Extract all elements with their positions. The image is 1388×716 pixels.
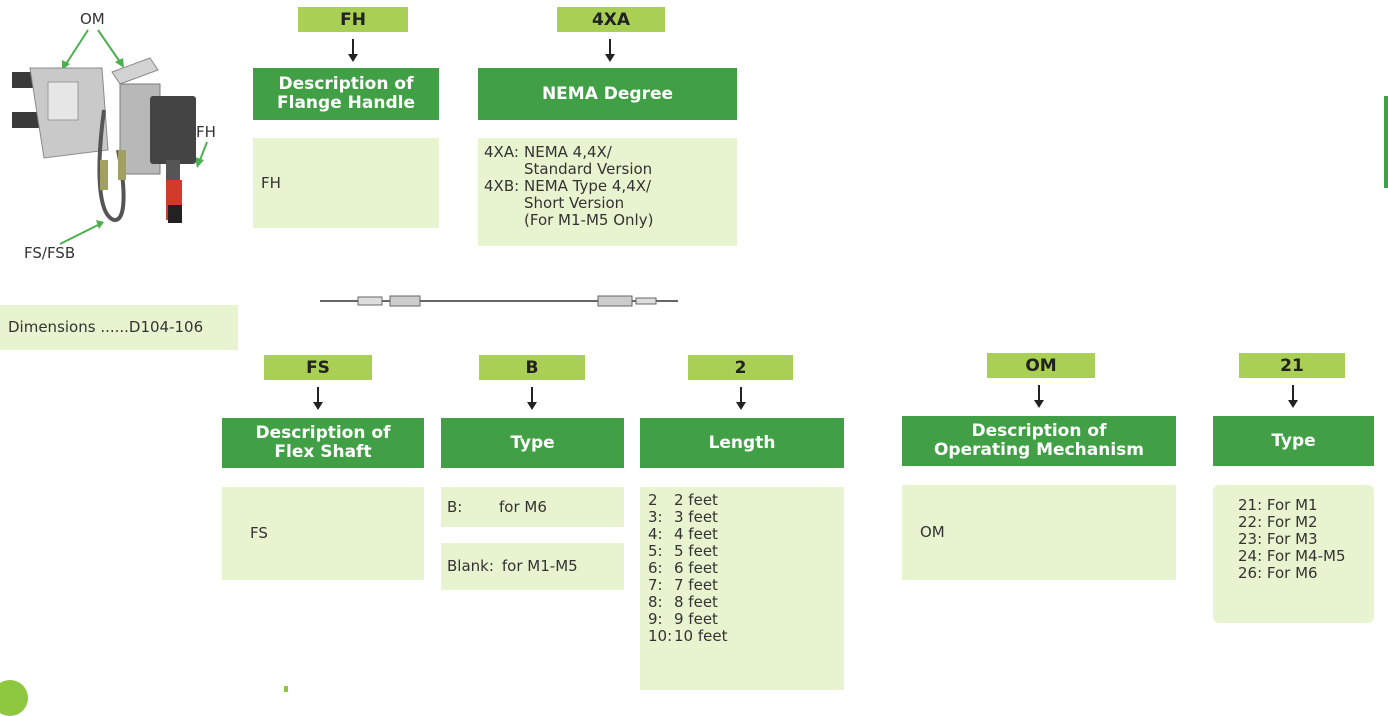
flange-handle-box: FH [253, 138, 439, 228]
code-fs: FS [264, 355, 372, 380]
length-entry: 2 2 feet [648, 492, 844, 509]
length-entry-value: 9 feet [674, 610, 718, 628]
heading-type-21: Type [1213, 416, 1374, 466]
flex-shaft-value: FS [250, 524, 268, 542]
flex-shaft-box: FS [222, 487, 424, 580]
heading-flex-shaft: Description of Flex Shaft [222, 418, 424, 468]
heading-length: Length [640, 418, 844, 468]
length-entry-value: 10 feet [674, 627, 728, 645]
code-nema: 4XA [557, 7, 665, 32]
heading-om-line1: Description of [971, 421, 1107, 441]
length-entry: 9: 9 feet [648, 611, 844, 628]
type-b-option-value: for M1-M5 [501, 557, 578, 575]
heading-flex-shaft-line1: Description of [255, 423, 391, 443]
length-entry: 5: 5 feet [648, 543, 844, 560]
length-entry: 7: 7 feet [648, 577, 844, 594]
length-entry-value: 3 feet [674, 508, 718, 526]
nema-entry-line: (For M1-M5 Only) [524, 211, 654, 229]
code-fh: FH [298, 7, 408, 32]
dimensions-note: Dimensions ......D104-106 [0, 305, 238, 350]
type-b-option-key: Blank: [447, 557, 494, 575]
nema-entry-line: NEMA Type 4,4X/ [524, 177, 652, 195]
length-entry-value: 5 feet [674, 542, 718, 560]
type-b-option-value: for M6 [499, 497, 547, 516]
type-21-entry: 21: For M1 [1238, 496, 1318, 514]
heading-type-b: Type [441, 418, 624, 468]
length-entry: 6: 6 feet [648, 560, 844, 577]
decorative-mark [284, 686, 288, 692]
length-entry-key: 6: [648, 559, 663, 577]
operating-mechanism-illustration [12, 29, 208, 245]
length-entry-key: 10: [648, 627, 673, 645]
heading-nema-degree: NEMA Degree [478, 68, 737, 120]
heading-operating-mechanism: Description of Operating Mechanism [902, 416, 1176, 466]
type-b-option-key: B: [447, 497, 463, 516]
length-entry-value: 8 feet [674, 593, 718, 611]
length-entry-key: 9: [648, 610, 663, 628]
length-entry-key: 5: [648, 542, 663, 560]
nema-entry: 4XB: NEMA Type 4,4X/ Short Version (For … [484, 178, 737, 229]
code-length: 2 [688, 355, 793, 380]
nema-box: 4XA: NEMA 4,4X/ Standard Version 4XB: NE… [478, 138, 737, 246]
photo-label-om: OM [80, 10, 105, 28]
length-entry: 10:10 feet [648, 628, 844, 645]
type-b-option-m6: B: for M6 [441, 487, 624, 527]
type-21-entry: 23: For M3 [1238, 530, 1318, 548]
photo-label-fh: FH [196, 123, 216, 141]
length-entry-key: 7: [648, 576, 663, 594]
nema-entry-line: NEMA 4,4X/ [524, 143, 612, 161]
nema-entry-line: Standard Version [524, 160, 653, 178]
code-type-b: B [479, 355, 585, 380]
decorative-circle [0, 680, 28, 716]
length-entry: 3: 3 feet [648, 509, 844, 526]
type-21-entry: 26: For M6 [1238, 564, 1318, 582]
nema-entry-key: 4XA: [484, 143, 519, 161]
heading-om-line2: Operating Mechanism [933, 440, 1144, 460]
heading-flange-handle-line2: Flange Handle [277, 93, 415, 113]
heading-flex-shaft-line2: Flex Shaft [274, 442, 372, 462]
length-entry-value: 4 feet [674, 525, 718, 543]
length-entry-key: 4: [648, 525, 663, 543]
type-21-entry: 24: For M4-M5 [1238, 547, 1346, 565]
length-entry-value: 2 feet [674, 491, 718, 509]
code-om: OM [987, 353, 1095, 378]
length-entry: 8: 8 feet [648, 594, 844, 611]
photo-label-fs: FS/FSB [24, 244, 76, 262]
nema-entry-line: Short Version [524, 194, 625, 212]
flex-shaft-illustration [318, 293, 680, 309]
page-edge-tab [1384, 96, 1388, 188]
operating-mechanism-value: OM [920, 523, 945, 541]
nema-entry: 4XA: NEMA 4,4X/ Standard Version [484, 144, 737, 178]
type-b-option-blank: Blank: for M1-M5 [441, 543, 624, 590]
heading-flange-handle: Description of Flange Handle [253, 68, 439, 120]
nema-entry-key: 4XB: [484, 177, 520, 195]
flange-handle-value: FH [261, 173, 281, 192]
heading-flange-handle-line1: Description of [278, 74, 414, 94]
length-entry-value: 7 feet [674, 576, 718, 594]
operating-mechanism-box: OM [902, 485, 1176, 580]
length-entry: 4: 4 feet [648, 526, 844, 543]
type-21-entry: 22: For M2 [1238, 513, 1318, 531]
code-type-21: 21 [1239, 353, 1345, 378]
length-entry-value: 6 feet [674, 559, 718, 577]
length-entry-key: 8: [648, 593, 663, 611]
length-entry-key: 3: [648, 508, 663, 526]
product-photo [0, 0, 240, 270]
dimensions-text: Dimensions ......D104-106 [8, 318, 204, 336]
length-entry-key: 2 [648, 491, 658, 509]
